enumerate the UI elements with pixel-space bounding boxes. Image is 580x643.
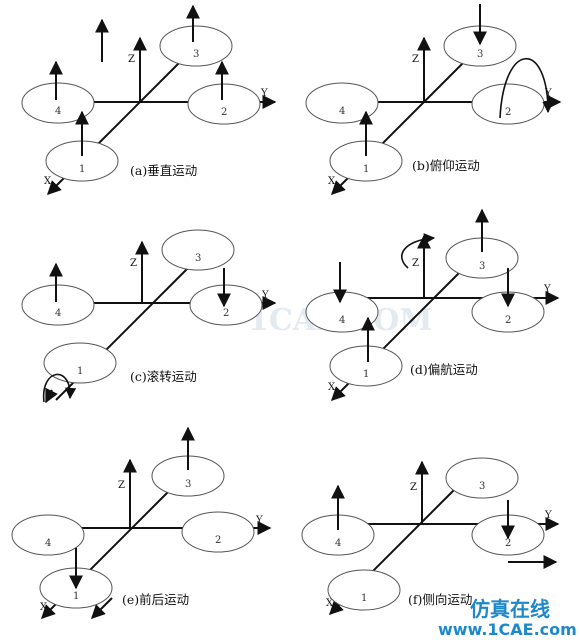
- axis-y-label: Y: [544, 88, 552, 99]
- axis-x-label: X: [328, 176, 336, 187]
- rotor-3-label: 3: [477, 49, 483, 60]
- panel-e: X Y Z 4 1 2 3 (e)前后运动: [11, 426, 272, 619]
- rotor-2: [181, 511, 255, 553]
- rotor-4: [305, 82, 379, 124]
- panel-b: X Y Z 4 1 2 3 (b)俯仰运动: [305, 4, 562, 195]
- rotor-2: [471, 83, 545, 125]
- panel-a: X Y Z 4 1 2 3 (a)垂直运动: [21, 4, 277, 195]
- rotor-4-label: 4: [335, 538, 341, 549]
- rotor-2: [187, 83, 261, 125]
- caption-a: (a)垂直运动: [130, 163, 197, 178]
- axis-y-label: Y: [261, 290, 269, 301]
- rotor-3: [159, 25, 233, 67]
- rotor-2-label: 2: [221, 107, 227, 118]
- rotor-1-label: 1: [77, 366, 83, 377]
- caption-b: (b)俯仰运动: [412, 158, 480, 173]
- caption-e: (e)前后运动: [122, 592, 189, 607]
- rotor-1-label: 1: [73, 591, 79, 602]
- axis-y-label: Y: [255, 515, 263, 526]
- axis-y-label: Y: [543, 284, 551, 295]
- axis-x-label: X: [328, 382, 336, 393]
- rotor-2-label: 2: [505, 107, 511, 118]
- rotor-1-label: 1: [363, 164, 369, 175]
- panel-d: X Y Z 4 1 2 3 (d)偏航运动: [305, 208, 560, 401]
- rotor-4: [11, 514, 85, 556]
- axis-z-label: Z: [128, 54, 135, 65]
- caption-f: (f)侧向运动: [408, 592, 472, 607]
- rotor-2-label: 2: [505, 538, 511, 549]
- rotor-4-label: 4: [339, 315, 345, 326]
- panel-c: Y Z 4 1 2 3 (c)滚转运动: [21, 229, 277, 404]
- panel-f: X Y Z 4 1 2 3 (f)侧向运动: [301, 457, 560, 615]
- caption-c: (c)滚转运动: [130, 369, 197, 384]
- axis-z-label: Z: [410, 482, 417, 493]
- rotor-2-label: 2: [215, 535, 221, 546]
- axis-z-label: Z: [412, 258, 419, 269]
- site-watermark: 仿真在线 www.1CAE.com: [438, 597, 577, 639]
- rotor-2-label: 2: [223, 308, 229, 319]
- rotor-4: [21, 284, 95, 326]
- axis-z-label: Z: [412, 54, 419, 65]
- rotor-4-label: 4: [55, 106, 61, 117]
- rotor-3-label: 3: [195, 253, 201, 264]
- rotor-4: [21, 82, 95, 124]
- axis-x-label: X: [44, 176, 52, 187]
- rotor-3: [161, 229, 235, 271]
- rotor-3-label: 3: [479, 481, 485, 492]
- rotor-3-label: 3: [193, 49, 199, 60]
- axis-z-label: Z: [118, 480, 125, 491]
- rotor-1-label: 1: [363, 369, 369, 380]
- axis-x-label: X: [40, 602, 48, 613]
- watermark-en: www.1CAE.com: [438, 620, 577, 639]
- caption-d: (d)偏航运动: [410, 362, 478, 377]
- rotor-3-label: 3: [185, 479, 191, 490]
- rotor-1: [329, 345, 403, 387]
- rotor-2-label: 2: [505, 315, 511, 326]
- axis-z-label: Z: [130, 258, 137, 269]
- rotor-4-label: 4: [339, 106, 345, 117]
- rotor-1: [43, 342, 117, 384]
- rotor-4-label: 4: [45, 538, 51, 549]
- rotor-1-label: 1: [361, 593, 367, 604]
- axis-x-label: X: [326, 598, 334, 609]
- axis-y-label: Y: [260, 88, 268, 99]
- rotor-2: [189, 284, 263, 326]
- rotor-4-label: 4: [55, 308, 61, 319]
- rotor-1: [327, 569, 401, 611]
- axis-y-label: Y: [544, 510, 552, 521]
- rotor-3-label: 3: [479, 261, 485, 272]
- rotor-3: [445, 457, 519, 499]
- watermark-cn: 仿真在线: [470, 597, 550, 621]
- rotor-1-label: 1: [79, 164, 85, 175]
